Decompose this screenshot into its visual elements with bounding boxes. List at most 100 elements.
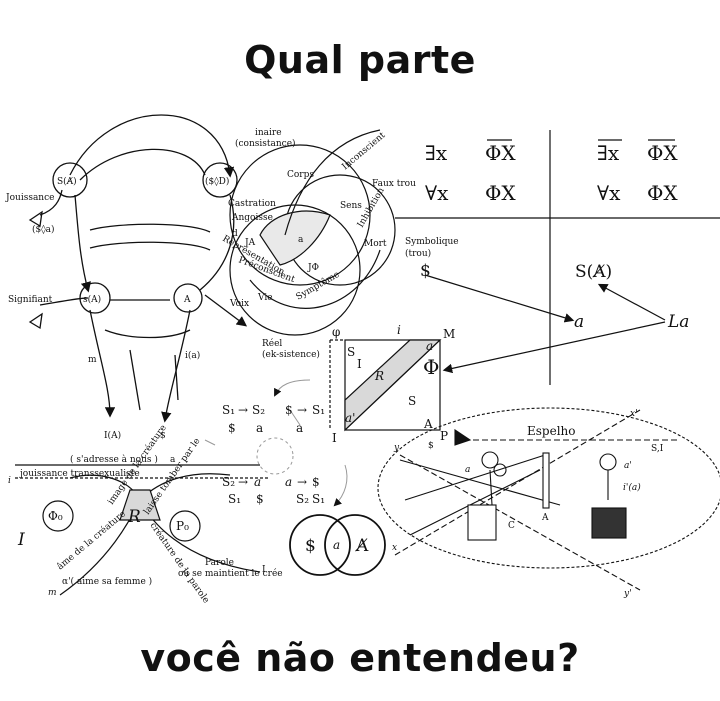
schema-r-m: M [443,327,455,341]
mirror-barred-s: $ [428,441,434,451]
s-barred-a-node: S(A̸) [57,176,77,187]
jphi-label: JΦ [307,263,319,273]
schema-r-i-small: I [357,357,362,371]
sens-label: Sens [340,201,362,211]
venn-left: $ [305,536,316,556]
schema-i-se-maintient: où se maintient le crée [178,568,283,579]
schema-r [329,339,442,432]
disc-barred-b: $ [228,421,236,435]
disc-a-b: a [296,421,303,435]
sexuation-barred-s: $ [420,261,431,281]
schema-i-addresse: ( s'adresse à nous ) [70,454,158,465]
espelho-label: Espelho [527,424,576,438]
disc-barred-d: $ [256,492,264,506]
schema-r-s-small: S [408,394,416,408]
venn-diagram [289,514,386,576]
signifiant-label: Signifiant [8,295,53,305]
mirror-y-prime: y' [623,589,632,599]
mirror-s-i: S,I [651,444,664,454]
schema-r-a-top: a [426,339,433,353]
mirror-big-a: A [541,513,549,523]
disc-a-a: a [256,421,263,435]
i-big-a-label: I(A) [104,430,121,441]
s-a-node: s(A) [83,294,101,305]
not-phi-x: ΦX [485,141,516,165]
mirror-y: y [393,443,400,453]
mirror-a-prime: a' [624,461,632,471]
schema-i-left-i: i [8,476,11,486]
reel-label: Réel [262,338,282,349]
mirror-c: C [508,521,515,531]
schema-r-phi: φ [332,325,340,339]
phi-x: ΦX [485,181,516,205]
disc-s1-c: S₁ [228,492,241,506]
mirror-i-prime-a: i'(a) [623,482,641,493]
angoisse-label: Angoisse [231,213,273,223]
disc-arrow-d: → [297,475,307,489]
schema-r-a-bottom: A [423,417,433,431]
borromean-knot [229,129,396,336]
schema-i-r: R [127,507,141,527]
forall-x: ∀x [425,181,449,205]
schema-r-i: i [397,323,401,337]
schema-i-aime: α'( aime sa femme ) [62,576,152,587]
ja-label: JA [244,238,256,248]
barred-s-a-label: ($◊a) [32,224,55,235]
mirror-a: a [465,465,470,475]
jouissance-label: Jouissance [5,193,54,203]
disc-s2-b: S₂ [222,475,235,489]
schema-i-p0: P₀ [176,519,189,533]
schema-i-phi0: Φ₀ [48,509,63,523]
disc-a-d: a [285,475,292,489]
sexuation-la: La [667,312,689,332]
castration-label: Castration [228,199,276,209]
disc-barred-c: $ [312,475,320,489]
top-title: Qual parte [244,38,476,82]
not-exists-x: ∃x [597,141,620,165]
schema-i-ame: âme de la créature [55,508,128,572]
disc-s1-d: S₁ [312,492,325,506]
vie-label: Vie [257,293,273,303]
venn-mid: a [333,538,340,552]
not-phi-x-2: ΦX [647,141,678,165]
trou-label: (trou) [405,248,431,259]
mirror-x: x [392,543,397,553]
disc-s1-b: S₁ [312,403,325,417]
sexuation-s-barred-a: S(A̸) [575,262,612,282]
schema-i-jouissance: jouissance transsexualiste [19,469,140,479]
sexuation-small-a: a [574,312,584,332]
ek-sistence-label: (ek-sistence) [262,349,320,360]
schema-i [15,464,270,596]
inconscient-label: Inconscient [341,130,388,172]
disc-s2-a: S₂ [252,403,265,417]
bottom-s-label: $ [160,431,166,441]
bottom-title: você não entendeu? [140,636,580,680]
disc-arrow-a: → [238,403,248,417]
disc-s1-a: S₁ [222,403,235,417]
imaginaire-label: inaire [255,128,282,138]
sexuation-table [395,130,720,385]
phi-x-2: ΦX [647,181,678,205]
discourses [204,379,348,507]
schema-r-r: R [374,369,384,383]
drive-node: ($◊D) [205,176,229,187]
schema-i-m: m [48,588,57,598]
mirror-schema [377,407,720,591]
schema-r-big-i: I [332,431,337,445]
not-forall-x: ∀x [597,181,621,205]
d-label: d [232,229,238,239]
mirror-x-prime: x' [630,409,638,419]
venn-right: A̸ [354,536,369,556]
schema-r-a-prime: a' [345,411,355,425]
faux-trou-label: Faux trou [372,179,416,189]
disc-barred-a: $ [285,403,293,417]
schema-r-p: P [440,429,448,443]
schema-i-big-i: I [262,565,266,575]
disc-s2-c: S₂ [296,492,309,506]
graph-of-desire [28,114,248,423]
a-node: A [183,295,191,305]
knot-a-label: a [298,235,304,245]
disc-arrow-c: → [238,475,248,489]
exists-x: ∃x [425,141,448,165]
